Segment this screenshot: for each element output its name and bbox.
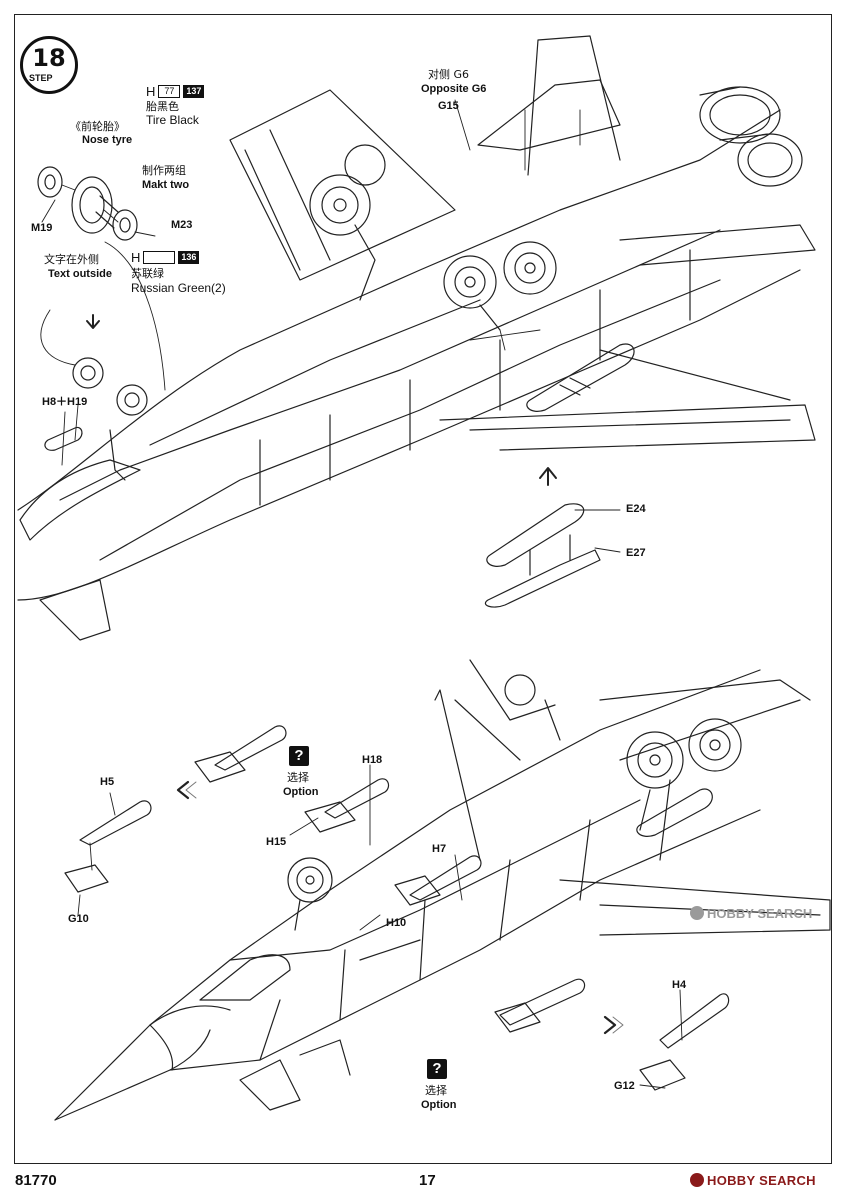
step-word: STEP (29, 73, 53, 83)
watermark-logo-icon (690, 906, 704, 920)
part-h15: H15 (266, 836, 287, 848)
part-h4: H4 (672, 979, 687, 991)
watermark-logo-icon (690, 1173, 704, 1187)
tire-black-en: Tire Black (146, 113, 199, 127)
paint-code-white: 77 (158, 85, 181, 98)
make-two-en: Makt two (142, 179, 190, 191)
part-e27: E27 (626, 547, 646, 559)
option-icon-2: ? (427, 1059, 447, 1079)
part-e24: E24 (626, 503, 646, 515)
part-h8-h19: H8＋H19 (42, 396, 88, 408)
part-h18: H18 (362, 754, 383, 766)
paint-code-white (143, 251, 176, 264)
part-g15: G15 (438, 100, 459, 112)
part-m23: M23 (171, 219, 193, 231)
page-number: 17 (419, 1172, 436, 1189)
watermark-mid: HOBBY SEARCH (690, 906, 812, 921)
opposite-g6-en: Opposite G6 (421, 83, 487, 95)
part-g12: G12 (614, 1080, 635, 1092)
text-outside-en: Text outside (48, 268, 112, 280)
upper-leader-lines (40, 99, 621, 553)
part-h10: H10 (386, 917, 407, 929)
part-g10: G10 (68, 913, 89, 925)
option-en-2: Option (421, 1099, 457, 1111)
paint-brand: H (146, 84, 156, 99)
paint-code-black: 137 (183, 85, 205, 98)
lower-aircraft-drawing (54, 659, 831, 1121)
step-number: 18 (32, 44, 66, 72)
watermark-mid-text: HOBBY SEARCH (707, 906, 813, 921)
nose-tyre-cn: 《前轮胎》 (70, 120, 125, 133)
kit-number: 81770 (15, 1172, 57, 1189)
watermark-footer-text: HOBBY SEARCH (707, 1173, 816, 1188)
option-cn-2: 选择 (425, 1084, 447, 1097)
paint-brand: H (131, 250, 141, 265)
russian-green-en: Russian Green(2) (131, 281, 226, 295)
part-h7: H7 (432, 843, 447, 855)
part-h5: H5 (100, 776, 115, 788)
option-icon: ? (289, 746, 309, 766)
paint-code-black: 136 (178, 251, 200, 264)
page-frame (14, 14, 832, 1164)
option-en: Option (283, 786, 319, 798)
tire-black-cn: 胎黑色 (146, 100, 179, 113)
lower-leader-lines (77, 764, 683, 1089)
option-cn: 选择 (287, 771, 309, 784)
make-two-cn: 制作两组 (142, 164, 186, 177)
step-badge: 18 STEP (20, 36, 78, 94)
watermark-footer: HOBBY SEARCH (690, 1173, 816, 1188)
nose-tyre-en: Nose tyre (82, 134, 133, 146)
russian-green-cn: 苏联绿 (131, 267, 164, 280)
upper-aircraft-drawing (17, 35, 816, 641)
text-outside-cn: 文字在外侧 (44, 253, 99, 266)
paint-callout-russian-green: H 136 (131, 250, 200, 265)
part-m19: M19 (31, 222, 53, 234)
paint-callout-tire-black: H 77 137 (146, 84, 205, 99)
opposite-g6-cn: 对侧 G6 (428, 68, 470, 81)
